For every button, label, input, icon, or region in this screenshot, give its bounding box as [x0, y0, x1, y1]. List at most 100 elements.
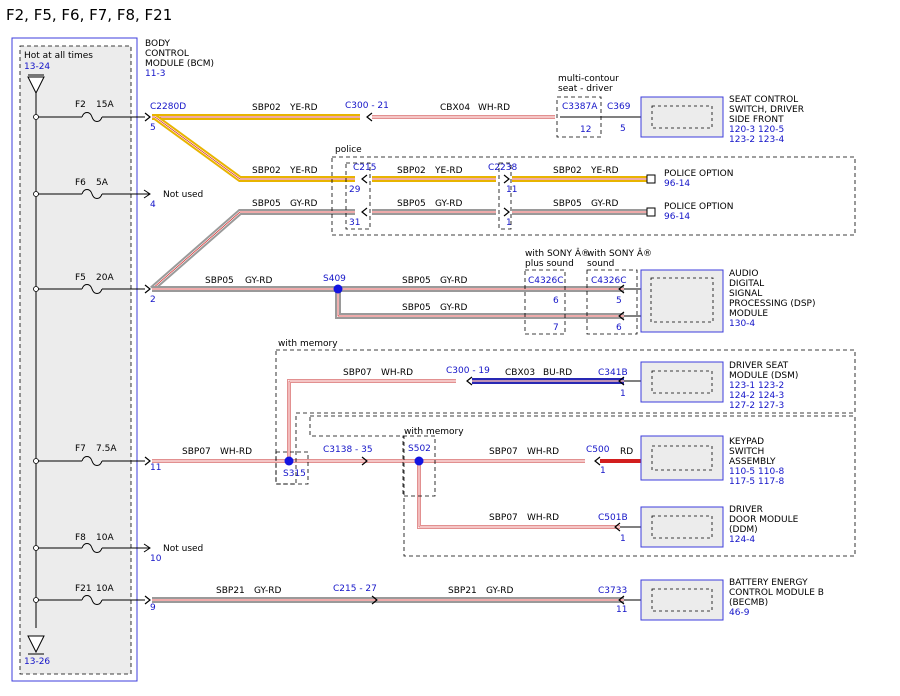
hot-label: Hot at all times [24, 51, 93, 61]
label-wires-sbp07: SBP07 [343, 368, 372, 378]
label-components-ddm-l3: (DDM) [729, 525, 758, 535]
label-connectors-c501b: C501B [598, 513, 628, 523]
label-fuses-1-pin: 4 [150, 200, 156, 210]
label-connectors-c300-21: C300 - 21 [345, 101, 389, 111]
label-connectors-c3138-35: C3138 - 35 [323, 445, 373, 455]
label-components-dsm-r3: 127-2 127-3 [729, 401, 784, 411]
component-seat-switch: SEAT CONTROL SWITCH, DRIVER SIDE FRONT 1… [640, 95, 804, 145]
label-wires-gy-rd: GY-RD [486, 586, 513, 596]
label-wires-sbp05: SBP05 [402, 276, 431, 286]
label-wires-wh-rd: WH-RD [527, 513, 559, 523]
label-wires-sbp07: SBP07 [489, 513, 518, 523]
label-wires-sbp05: SBP05 [402, 303, 431, 313]
label-components-keypad-l3: ASSEMBLY [729, 457, 776, 467]
label-notes-sony-1: with SONY Â® [587, 247, 652, 259]
label-components-becmb-l3: (BECMB) [729, 598, 768, 608]
label-components-ddm-r1: 124-4 [729, 535, 755, 545]
label-wires-sbp02: SBP02 [252, 103, 281, 113]
label-components-dsp-r1: 130-4 [729, 319, 755, 329]
label-connectors-c3733-pin: 11 [616, 605, 627, 615]
label-connectors-c369-pin: 5 [620, 124, 626, 134]
label-wires-sbp02: SBP02 [553, 166, 582, 176]
label-connectors-c4326c-b: C4326C [591, 276, 626, 286]
label-connectors-c2238-pin1: 11 [506, 185, 517, 195]
label-connectors-c4326c-b-pin2: 6 [616, 323, 622, 333]
label-components-ddm-l2: DOOR MODULE [729, 515, 799, 525]
bcm-label-3: MODULE (BCM) [145, 59, 214, 69]
label-connectors-c341b-pin: 1 [620, 389, 626, 399]
label-connectors-c369: C369 [607, 102, 631, 112]
label-fuses-4-note: Not used [163, 544, 203, 554]
hot-ref-top: 13-24 [24, 62, 50, 72]
label-components-seat-switch-r2: 123-2 123-4 [729, 135, 784, 145]
label-components-dsm-l1: DRIVER SEAT [729, 361, 789, 371]
power-source-icon [27, 635, 45, 655]
component-becmb: BATTERY ENERGY CONTROL MODULE B (BECMB) … [640, 578, 824, 621]
label-wires-sbp21: SBP21 [216, 586, 245, 596]
label-wires-sbp05: SBP05 [252, 199, 281, 209]
label-connectors-c215-pin2: 31 [349, 218, 360, 228]
label-fuses-5-pin: 9 [150, 603, 156, 613]
label-components-becmb-l2: CONTROL MODULE B [729, 588, 824, 598]
label-fuses-4-pin: 10 [150, 554, 162, 564]
label-connectors-c3387a: C3387A [562, 102, 598, 112]
label-fuses-2-amps: 20A [96, 273, 114, 283]
label-fuses-1-name: F6 [75, 178, 86, 188]
label-fuses-4-name: F8 [75, 533, 86, 543]
hot-ref-bottom: 13-26 [24, 657, 50, 667]
label-components-becmb-r1: 46-9 [729, 608, 750, 618]
label-fuses-3-amps: 7.5A [96, 444, 117, 454]
fuse-f5: F5 20A 2 [33, 273, 156, 305]
component-police-option-2: POLICE OPTION 96-14 [646, 202, 734, 222]
fuse-panel [19, 45, 132, 675]
label-components-ddm-l1: DRIVER [729, 505, 763, 515]
label-wires-rd: RD [620, 447, 633, 457]
label-components-dsp-l1: AUDIO [729, 269, 758, 279]
label-wires-ye-rd: YE-RD [434, 166, 463, 176]
component-dsm: DRIVER SEAT MODULE (DSM) 123-1 123-2 124… [640, 361, 798, 411]
label-fuses-1-note: Not used [163, 190, 203, 200]
fuse-f2: F2 15A 5 [33, 100, 156, 133]
label-notes-multi-contour-2: seat - driver [558, 84, 613, 94]
label-wires-sbp02: SBP02 [252, 166, 281, 176]
label-wires-sbp21: SBP21 [448, 586, 477, 596]
label-wires-gy-rd: GY-RD [435, 199, 462, 209]
label-components-dsp-l4: PROCESSING (DSP) [729, 299, 815, 309]
bcm-ref: 11-3 [145, 69, 165, 79]
fuse-f7: F7 7.5A 11 [33, 444, 161, 473]
label-wires-sbp05: SBP05 [205, 276, 234, 286]
label-wires-wh-rd: WH-RD [220, 447, 252, 457]
label-connectors-c3387a-pin: 12 [580, 125, 591, 135]
label-wires-wh-rd: WH-RD [478, 103, 510, 113]
label-notes-with-memory-2: with memory [404, 427, 464, 437]
label-connectors-c300-19: C300 - 19 [446, 366, 490, 376]
label-components-seat-switch-l1: SEAT CONTROL [729, 95, 798, 105]
fuse-f21: F21 10A 9 [33, 584, 156, 613]
fuse-f6: F6 5A 4 Not used [33, 178, 203, 210]
label-components-dsm-r1: 123-1 123-2 [729, 381, 784, 391]
label-components-seat-switch-l3: SIDE FRONT [729, 115, 784, 125]
label-notes-with-memory-1: with memory [278, 339, 338, 349]
connector-arrows [144, 112, 654, 605]
component-police-option-1: POLICE OPTION 96-14 [646, 169, 734, 189]
label-fuses-1-amps: 5A [96, 178, 109, 188]
label-fuses-2-name: F5 [75, 273, 86, 283]
label-connectors-c215-27: C215 - 27 [333, 584, 377, 594]
label-wires-ye-rd: YE-RD [289, 166, 318, 176]
label-connectors-c3733: C3733 [598, 586, 627, 596]
label-wires-gy-rd: GY-RD [591, 199, 618, 209]
option-boxes [275, 96, 856, 557]
label-wires-sbp05: SBP05 [553, 199, 582, 209]
label-fuses-5-amps: 10A [96, 584, 114, 594]
label-wires-wh-rd: WH-RD [527, 447, 559, 457]
label-connectors-c500-pin: 1 [600, 466, 606, 476]
label-connectors-c341b: C341B [598, 368, 628, 378]
label-notes-multi-contour-1: multi-contour [558, 74, 619, 84]
bcm-label-1: BODY [145, 39, 171, 49]
label-components-becmb-l1: BATTERY ENERGY [729, 578, 808, 588]
label-connectors-c501b-pin: 1 [620, 534, 626, 544]
label-components-keypad-r2: 117-5 117-8 [729, 477, 784, 487]
label-wires-gy-rd: GY-RD [440, 303, 467, 313]
label-connectors-c215: C215 [353, 163, 376, 173]
label-fuses-4-amps: 10A [96, 533, 114, 543]
